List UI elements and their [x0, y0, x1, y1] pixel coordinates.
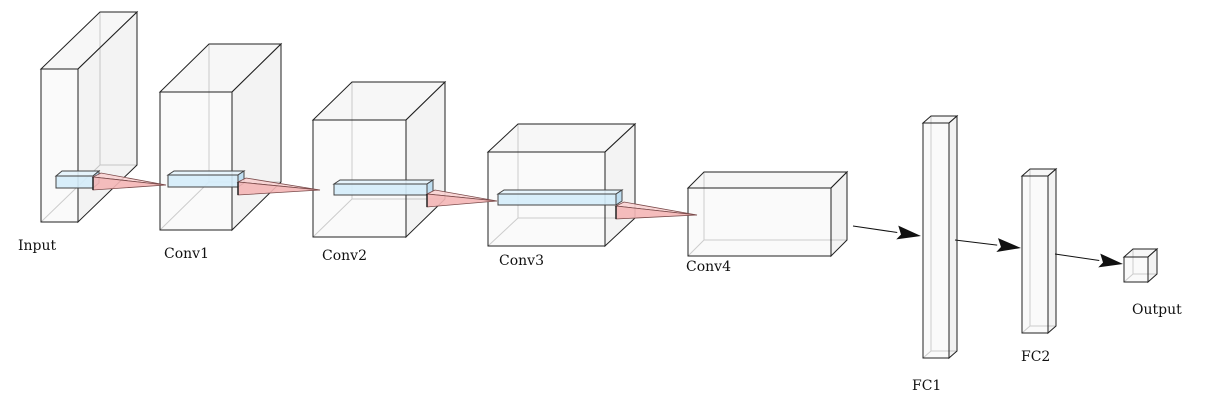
layer-fc1-side-face [948, 114, 958, 360]
arrow-fc1-fc2-head [996, 238, 1021, 253]
layer-fc2-front-face [1021, 175, 1049, 334]
arrow-conv4-fc1 [852, 225, 921, 240]
arrow-conv4-fc1-shaft [852, 225, 898, 234]
arrow-fc1-fc2-shaft [954, 239, 998, 246]
label-fc1: FC1 [912, 378, 942, 394]
layer-fc1-front-face [922, 122, 950, 359]
layer-conv4 [686, 170, 849, 258]
layer-fc2 [1020, 167, 1058, 335]
arrow-fc1-fc2 [954, 238, 1021, 253]
layer-input [39, 10, 139, 224]
layer-conv2-front-face [312, 119, 407, 238]
layer-output-front-face [1123, 256, 1149, 283]
cone-input [91, 172, 167, 191]
layer-conv1-front-face [159, 91, 233, 231]
label-conv4: Conv4 [686, 259, 731, 275]
kernel-conv1-front [167, 174, 239, 188]
layer-conv1 [158, 42, 283, 232]
kernel-conv3-front [497, 193, 617, 206]
kernel-input-top [54, 170, 101, 177]
kernel-conv1-top [166, 170, 246, 176]
kernel-conv3-top [496, 189, 624, 195]
cone-conv1 [236, 177, 321, 196]
layer-output [1122, 247, 1159, 284]
layer-conv4-top-face [686, 171, 849, 189]
label-conv1: Conv1 [164, 246, 209, 262]
label-output: Output [1132, 302, 1182, 318]
kernel-conv3 [496, 189, 624, 206]
layer-input-front-face [40, 68, 79, 223]
layer-conv4-front-face [687, 187, 832, 257]
layer-fc1 [921, 114, 959, 360]
kernel-conv2-top [332, 179, 435, 185]
label-input: Input [18, 238, 57, 254]
label-fc2: FC2 [1021, 349, 1051, 365]
cone-conv3 [614, 201, 698, 220]
arrow-fc2-output-head [1098, 253, 1123, 268]
arrow-fc2-output [1054, 253, 1123, 268]
arrow-conv4-fc1-head [896, 225, 921, 240]
layer-conv3 [486, 122, 637, 248]
arrow-fc2-output-shaft [1054, 253, 1100, 262]
layer-fc2-side-face [1047, 167, 1057, 335]
kernels-group [54, 169, 698, 220]
kernel-conv2 [332, 179, 435, 196]
label-conv3: Conv3 [499, 253, 544, 269]
kernel-input-front [55, 175, 94, 189]
cone-conv2 [425, 189, 498, 208]
arrows-group [852, 225, 1123, 268]
layer-conv2 [311, 80, 447, 239]
layers-group [39, 10, 1159, 360]
kernel-conv1 [166, 170, 246, 188]
kernel-conv2-front [333, 183, 428, 196]
label-conv2: Conv2 [322, 248, 367, 264]
